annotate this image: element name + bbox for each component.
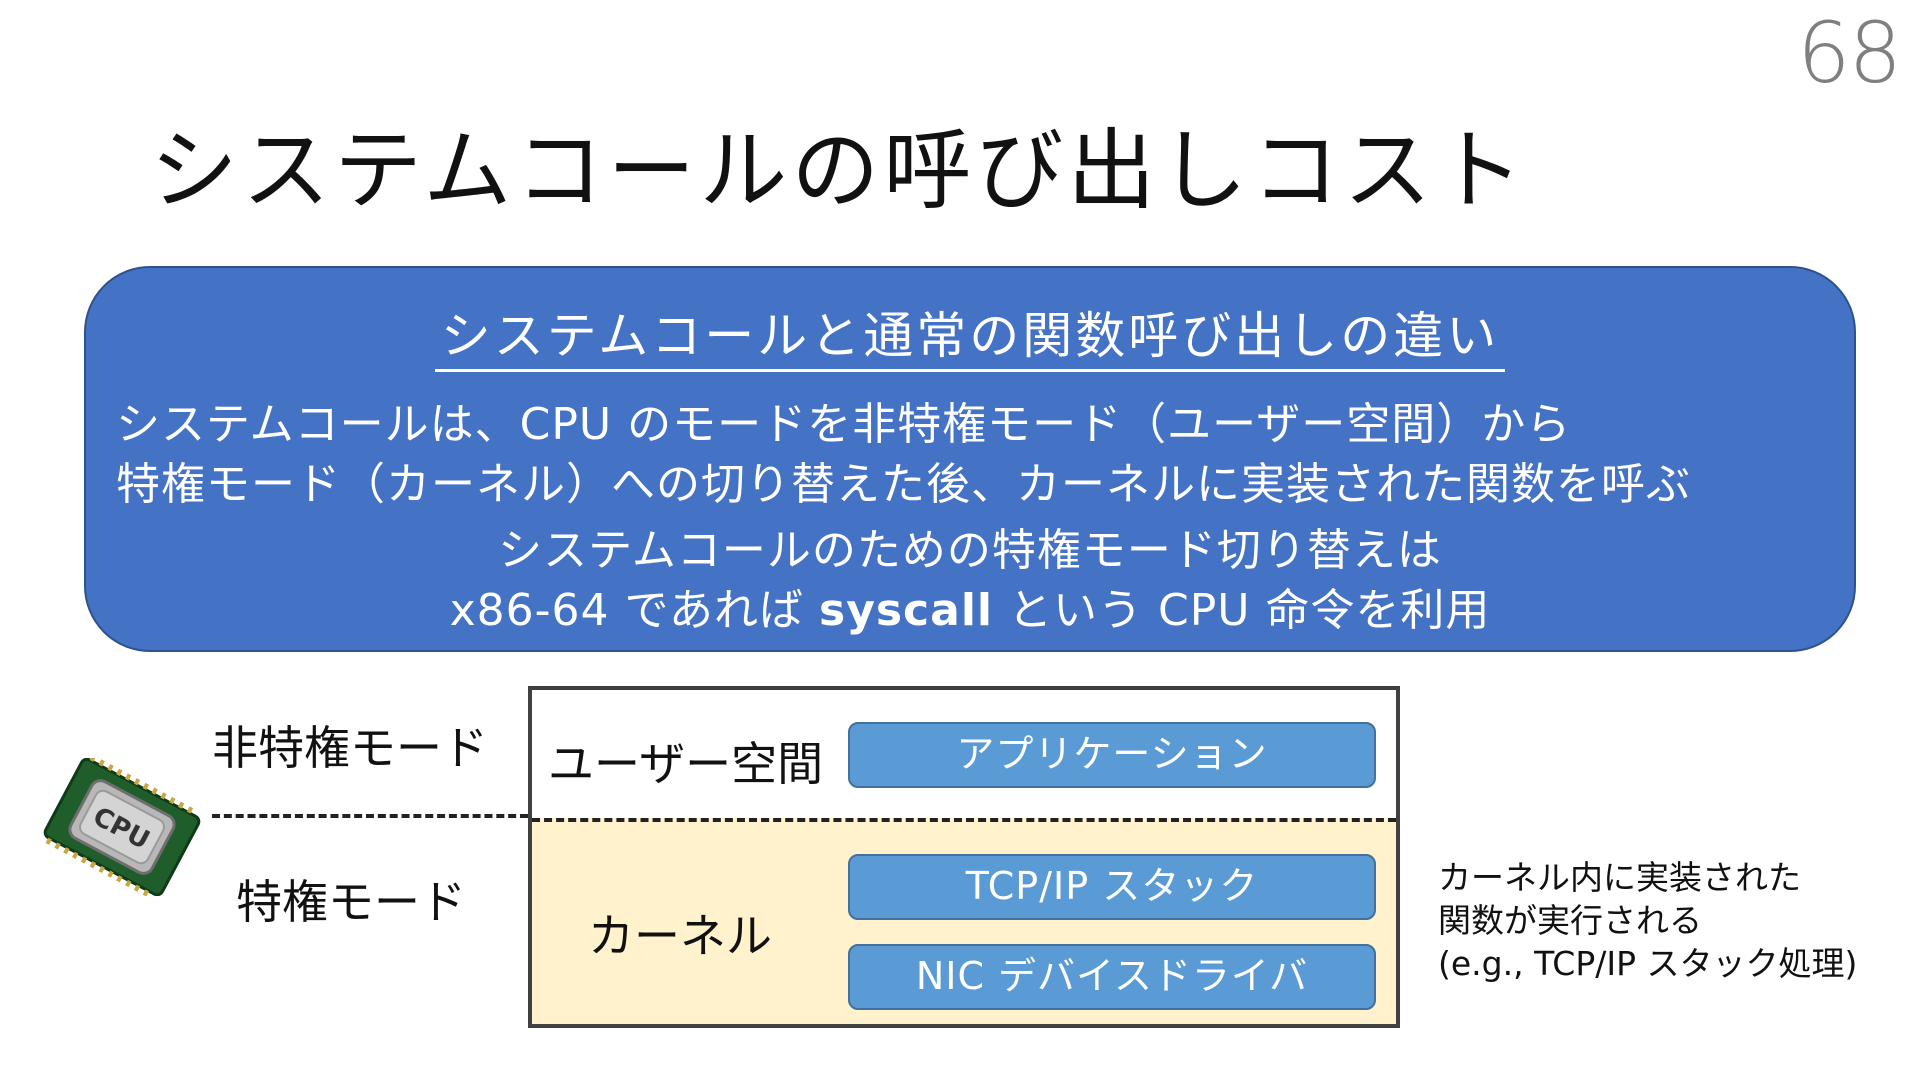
kernel-label: カーネル [588,900,772,966]
callout-line-3: システムコールのための特権モード切り替えは [86,514,1854,578]
callout-heading: システムコールと通常の関数呼び出しの違い [86,296,1854,368]
application-box: アプリケーション [848,722,1376,788]
slide-title: システムコールの呼び出しコスト [150,100,1527,227]
architecture-diagram: ユーザー空間 カーネル アプリケーション TCP/IP スタック NIC デバイ… [528,686,1400,1028]
callout-line-4: x86-64 であれば syscall という CPU 命令を利用 [86,574,1854,638]
side-note-line-1: カーネル内に実装された [1438,856,1857,899]
cpu-chip-icon: CPU [34,758,210,896]
callout-line-4-prefix: x86-64 であれば [450,585,819,636]
privileged-mode-label: 特権モード [236,866,466,932]
callout-line-4-suffix: という CPU 命令を利用 [993,585,1490,636]
user-space-label: ユーザー空間 [548,728,823,794]
callout-line-1: システムコールは、CPU のモードを非特権モード（ユーザー空間）から [116,388,1571,452]
callout-heading-text: システムコールと通常の関数呼び出しの違い [435,307,1506,372]
tcpip-stack-box: TCP/IP スタック [848,854,1376,920]
page-number: 68 [1797,4,1900,102]
nonprivileged-mode-label: 非特権モード [212,712,488,778]
callout-box: システムコールと通常の関数呼び出しの違い システムコールは、CPU のモードを非… [84,266,1856,652]
side-note-line-2: 関数が実行される [1438,899,1857,942]
syscall-keyword: syscall [819,585,993,636]
callout-line-2: 特権モード（カーネル）への切り替えた後、カーネルに実装された関数を呼ぶ [116,448,1691,512]
nic-driver-box: NIC デバイスドライバ [848,944,1376,1010]
mode-divider-dashed-line [212,814,528,818]
side-note: カーネル内に実装された 関数が実行される (e.g., TCP/IP スタック処… [1438,856,1857,985]
side-note-line-3: (e.g., TCP/IP スタック処理) [1438,942,1857,985]
